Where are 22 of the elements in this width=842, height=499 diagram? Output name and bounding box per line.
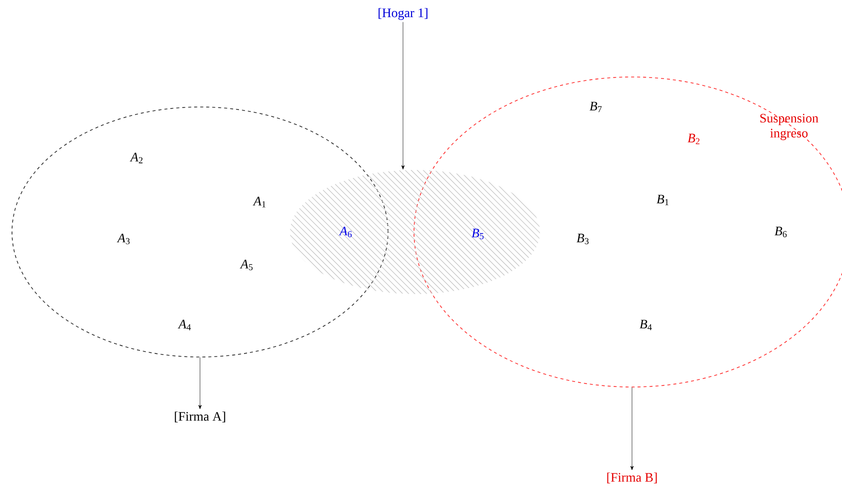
dashed-ellipse [12, 106, 388, 358]
arrow [630, 387, 634, 470]
hatched-ellipse [290, 170, 540, 294]
text-label: A$_{1}$ [252, 196, 266, 208]
text-label: A$_{3}$ [116, 234, 130, 244]
text-label: A$_{6}$ [338, 226, 352, 238]
text-label: B$_{7}$ [590, 102, 602, 112]
text-label: A$_{4}$ [178, 320, 191, 330]
text-label: B$_{3}$ [576, 234, 589, 244]
text-label: B$_{4}$ [640, 320, 652, 330]
text-label: [Firma A] [174, 412, 226, 422]
arrow [198, 357, 202, 410]
arrow [401, 22, 405, 170]
text-label: A$_{5}$ [240, 260, 253, 270]
text-label: B$_{6}$ [774, 226, 787, 238]
text-label: B$_{5}$ [472, 228, 484, 240]
text-label: B$_{1}$ [656, 194, 668, 206]
text-label: [Firma B] [607, 472, 657, 484]
text-label: B$_{2}$ [688, 134, 700, 144]
text-label: A$_{2}$ [130, 152, 142, 164]
text-label: [Hogar 1] [378, 8, 428, 20]
text-label: Suspension ingreso [760, 114, 818, 140]
